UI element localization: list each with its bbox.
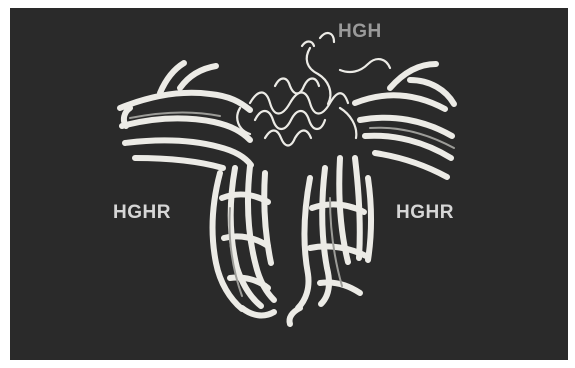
hghr-right-upper-domain bbox=[355, 64, 454, 177]
hgh-label: HGH bbox=[338, 21, 382, 43]
hghr-right-label: HGHR bbox=[396, 202, 454, 224]
hghr-left-lower-domain bbox=[213, 166, 274, 315]
hgh-helix-bundle bbox=[237, 33, 390, 145]
protein-complex-ribbon-diagram bbox=[10, 8, 568, 360]
hghr-right-lower-domain bbox=[289, 158, 371, 324]
image-frame: HGH HGHR HGHR bbox=[10, 8, 568, 360]
hghr-left-label: HGHR bbox=[113, 202, 171, 224]
